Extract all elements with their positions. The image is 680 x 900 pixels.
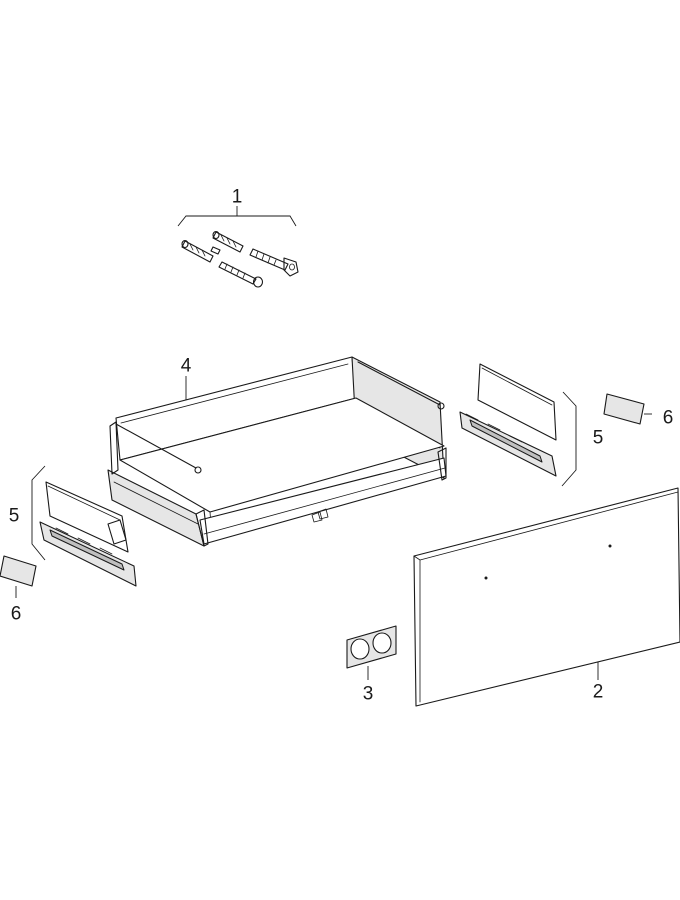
- fixing-set-bracket: [177, 215, 297, 227]
- front-panel-group: [413, 487, 680, 707]
- screw-1: [218, 261, 264, 288]
- pin: [210, 246, 221, 255]
- callout-3: 3: [362, 683, 374, 705]
- callout-5-right: 5: [592, 427, 604, 449]
- end-cap-right: [603, 393, 645, 425]
- front-panel-hole-2: [608, 544, 612, 548]
- runner-left-bracket: [31, 465, 46, 561]
- clip-group: [346, 625, 397, 680]
- runner-left-panel: [45, 481, 129, 553]
- end-cap-left-group: [0, 555, 37, 587]
- dowel-1: [212, 230, 244, 253]
- callout-6-right: 6: [662, 407, 674, 429]
- fixing-set-group: [177, 206, 299, 288]
- clip-ring-left: [350, 638, 370, 660]
- callout-4: 4: [180, 355, 192, 377]
- callout-5-left: 5: [8, 505, 20, 527]
- clip-ring-right: [372, 632, 392, 654]
- runner-right-panel: [477, 363, 557, 441]
- runner-left-group: [31, 465, 137, 587]
- callout-2: 2: [592, 681, 604, 703]
- front-panel-hole-1: [484, 576, 488, 580]
- drawer-bottom: [119, 397, 445, 513]
- front-panel: [413, 487, 680, 707]
- callout-6-left: 6: [10, 603, 22, 625]
- dowel-2: [181, 239, 214, 263]
- callout-1: 1: [231, 186, 243, 208]
- drawer-body-group: [107, 356, 447, 547]
- end-cap-right-group: [603, 393, 645, 425]
- screw-2: [249, 248, 299, 277]
- runner-right-group: [459, 363, 577, 487]
- runner-right-bracket: [561, 391, 577, 487]
- end-cap-left: [0, 555, 37, 587]
